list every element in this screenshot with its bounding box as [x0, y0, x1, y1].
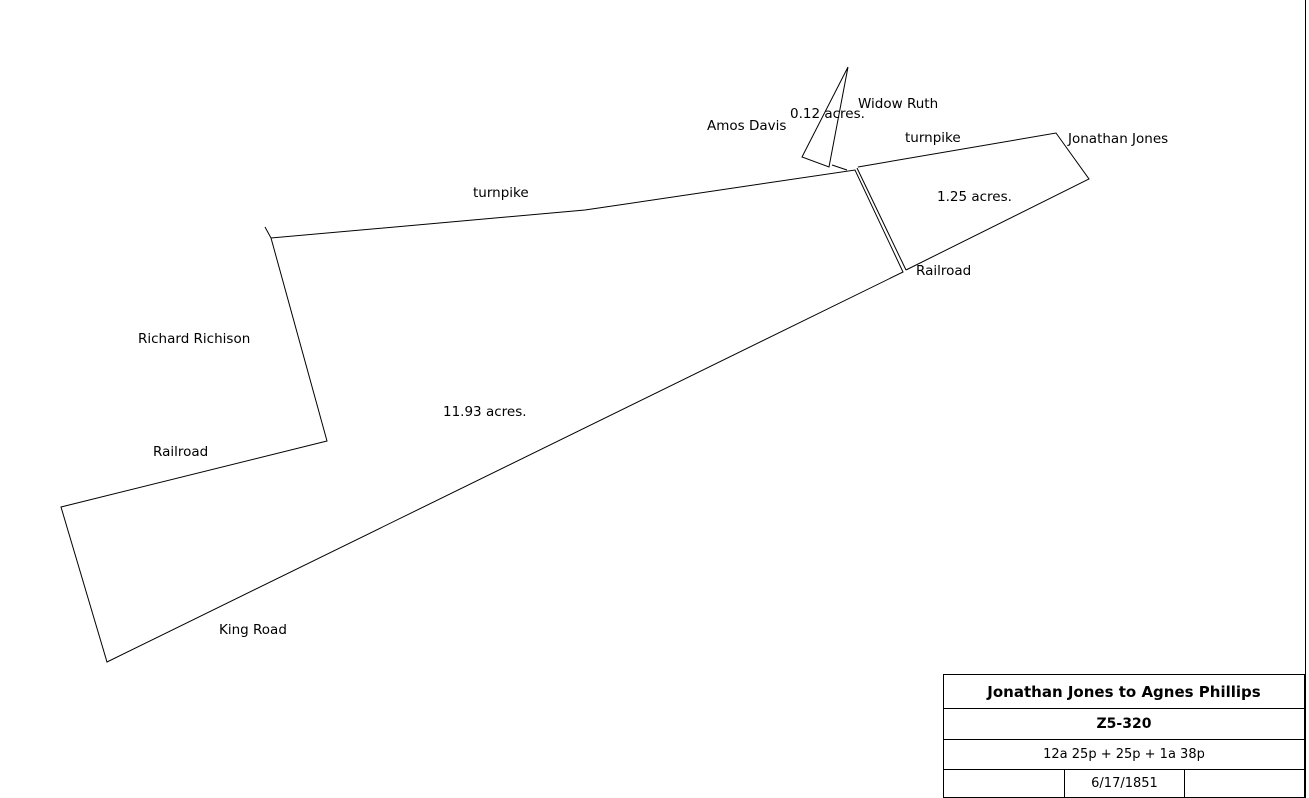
- label-richard-richison: Richard Richison: [138, 331, 250, 347]
- title-block-cell-right: [1185, 769, 1304, 798]
- label-king-road: King Road: [219, 622, 287, 638]
- label-amos-davis: Amos Davis: [707, 118, 786, 134]
- page-right-border: [1305, 0, 1306, 798]
- label-railroad-east: Railroad: [916, 263, 971, 279]
- parcel-small-boundary: [801, 66, 849, 168]
- title-block-date: 6/17/1851: [1065, 769, 1185, 798]
- label-railroad-west: Railroad: [153, 444, 208, 460]
- parcel-main-boundary: [60, 169, 904, 663]
- title-block-title: Jonathan Jones to Agnes Phillips: [944, 675, 1304, 709]
- parcel-east-boundary: [857, 132, 1090, 271]
- label-turnpike-west: turnpike: [473, 185, 529, 201]
- label-widow-ruth: Widow Ruth: [858, 96, 938, 112]
- title-block-id: Z5-320: [944, 708, 1304, 740]
- title-block: Jonathan Jones to Agnes Phillips Z5-320 …: [943, 674, 1305, 798]
- title-block-cell-left: [944, 769, 1065, 798]
- area-east: 1.25 acres.: [937, 189, 1012, 205]
- shared-boundary-line: [856, 167, 907, 271]
- title-block-area-summary: 12a 25p + 25p + 1a 38p: [944, 739, 1304, 770]
- area-main: 11.93 acres.: [443, 404, 527, 420]
- parcel-small-tick: [831, 164, 848, 171]
- title-block-footer-row: 6/17/1851: [944, 769, 1304, 798]
- area-small: 0.12 acres.: [790, 106, 865, 122]
- label-jonathan-jones: Jonathan Jones: [1067, 131, 1168, 147]
- label-turnpike-east: turnpike: [905, 130, 961, 146]
